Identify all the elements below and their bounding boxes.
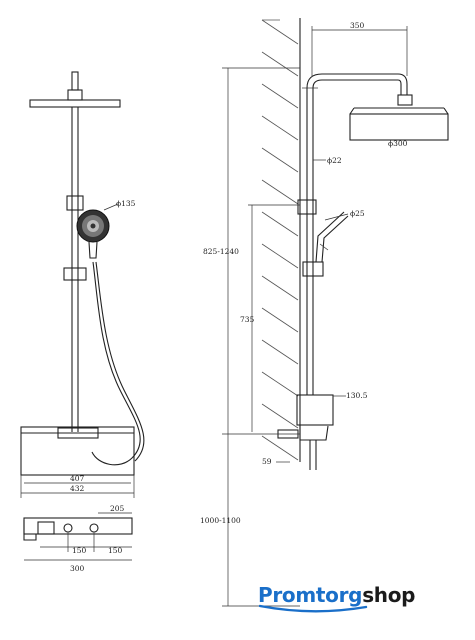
side-slider-clamp (302, 261, 324, 277)
dim-spout-depth: 59 (262, 457, 272, 466)
dim-holder-diameter: ϕ25 (350, 209, 365, 218)
front-slider-clamp (63, 267, 87, 281)
side-rain-head (349, 113, 449, 141)
top-shelf (23, 517, 133, 535)
wall-hatching (261, 19, 299, 461)
dim-arm-reach: 350 (350, 21, 365, 30)
top-knob-left (63, 523, 73, 533)
side-shower-arm (306, 73, 408, 95)
dim-shelf-width-outer: 432 (70, 484, 85, 493)
front-rain-head (29, 99, 121, 108)
side-holder (297, 199, 317, 215)
dim-shelf-width-inner: 407 (70, 474, 85, 483)
dim-slide-bar-length: 735 (240, 315, 255, 324)
dim-head-diameter: ϕ300 (388, 139, 408, 148)
logo-text: Promtorgshop (258, 583, 415, 607)
dim-height-adjust-range: 825-1240 (203, 247, 239, 256)
dim-valve-offset: 130.5 (346, 391, 368, 400)
front-head-mount (67, 89, 83, 101)
front-view (20, 71, 145, 498)
front-hand-shower-icon (76, 209, 110, 259)
dim-top-view-depth: 205 (110, 504, 125, 513)
brand-logo: Promtorgshop (258, 583, 415, 615)
front-hose (91, 261, 141, 466)
dim-pipe-diameter: ϕ22 (327, 156, 342, 165)
front-holder (66, 195, 84, 211)
logo-part-2: shop (362, 583, 416, 607)
dim-top-view-right-spacing: 150 (108, 546, 123, 555)
dim-hand-shower-diameter: ϕ135 (116, 199, 136, 208)
dim-top-view-left-spacing: 150 (72, 546, 87, 555)
dim-top-view-total: 300 (70, 564, 85, 573)
dim-mount-height: 1000-1100 (200, 516, 241, 525)
side-valve-body (296, 394, 334, 426)
side-head-mount (397, 94, 413, 106)
front-top-connector (71, 71, 79, 91)
side-spout (299, 425, 329, 441)
top-knob-right (89, 523, 99, 533)
logo-part-1: Promtorg (258, 583, 363, 607)
side-view (222, 18, 449, 607)
front-shelf (20, 426, 135, 476)
side-hand-shower (315, 211, 345, 263)
logo-swoosh-icon (258, 604, 368, 613)
top-view (23, 512, 133, 561)
